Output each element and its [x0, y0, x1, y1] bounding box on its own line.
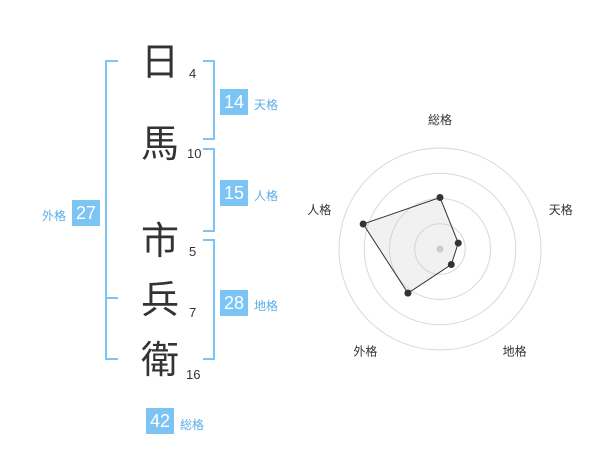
tenkaku-label: 天格 [254, 98, 279, 112]
name-char-4: 兵 [141, 278, 180, 322]
stroke-count-3: 5 [189, 244, 197, 259]
stroke-count-1: 4 [189, 66, 197, 81]
gaikaku-bracket [105, 60, 118, 360]
radar-point-2 [454, 239, 462, 247]
name-char-1: 日 [141, 40, 180, 84]
stroke-count-2: 10 [187, 146, 202, 161]
radar-center-dot [436, 245, 444, 253]
radar-axis-label-4: 外格 [353, 344, 377, 359]
tenkaku-badge: 14 [220, 89, 248, 115]
jinkaku-badge: 15 [220, 180, 248, 206]
gaikaku-badge: 27 [72, 200, 100, 226]
radar-axis-label-3: 地格 [503, 344, 527, 359]
soukaku-badge: 42 [146, 408, 174, 434]
chikaku-bracket [203, 239, 215, 360]
stroke-count-5: 16 [186, 367, 201, 382]
gaikaku-label: 外格 [42, 209, 67, 223]
radar-point-1 [436, 193, 444, 201]
radar-axis-label-2: 天格 [549, 202, 573, 217]
stroke-count-4: 7 [189, 305, 197, 320]
name-char-2: 馬 [141, 122, 180, 166]
chikaku-badge: 28 [220, 290, 248, 316]
radar-point-5 [359, 220, 367, 228]
radar-ring-1 [414, 223, 466, 275]
radar-point-3 [447, 261, 455, 269]
chikaku-label: 地格 [254, 299, 279, 313]
jinkaku-label: 人格 [254, 189, 279, 203]
radar-point-4 [404, 289, 412, 297]
name-char-3: 市 [141, 219, 180, 263]
soukaku-label: 総格 [180, 418, 205, 432]
radar-axis-label-1: 総格 [428, 112, 452, 127]
radar-ring-3 [363, 172, 517, 326]
radar-axis-label-5: 人格 [307, 202, 331, 217]
radar-points [359, 193, 462, 297]
name-char-5: 衛 [141, 338, 180, 382]
radar-ring-4 [338, 147, 542, 351]
jinkaku-bracket [203, 148, 215, 232]
radar-polygon [362, 196, 459, 294]
tenkaku-bracket [203, 60, 215, 140]
